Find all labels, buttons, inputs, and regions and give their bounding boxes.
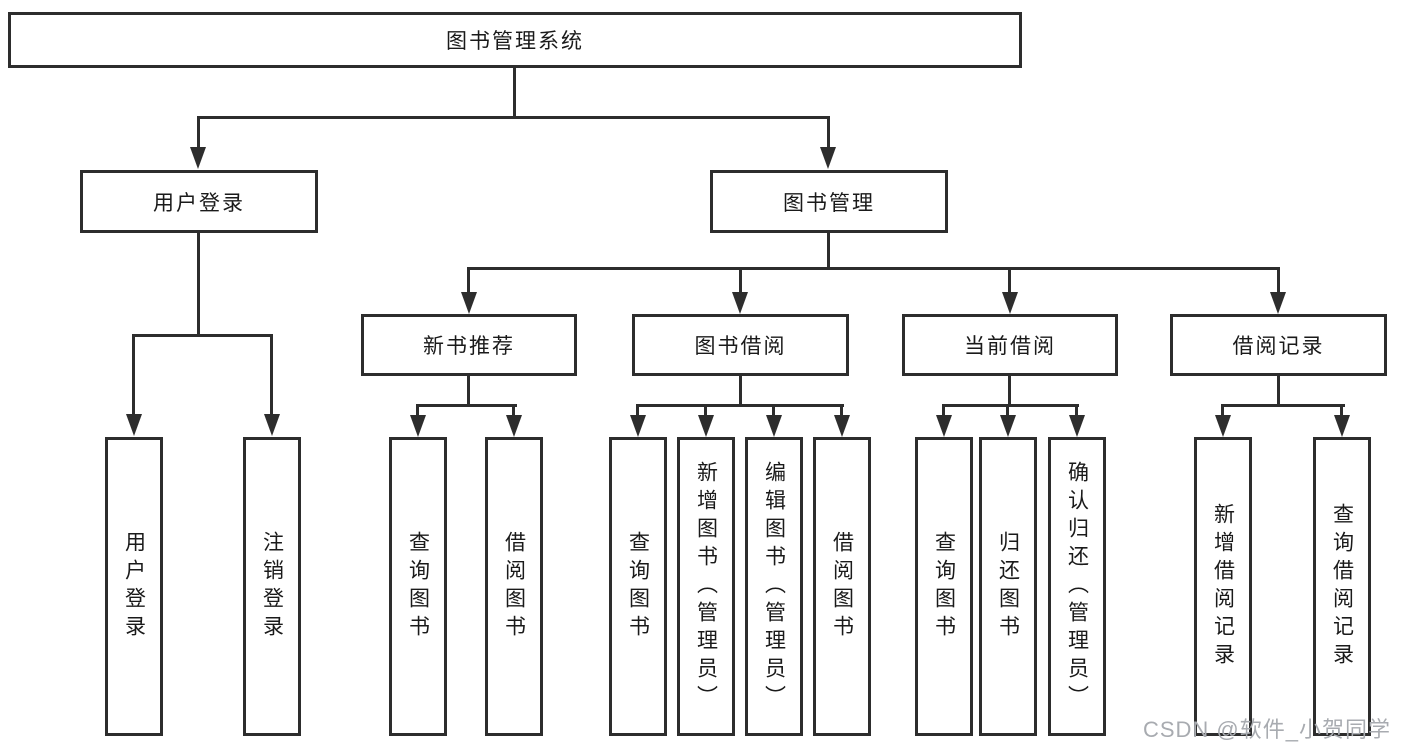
arrowhead-down-icon xyxy=(506,415,522,437)
leaf-user-login: 用户登录 xyxy=(105,437,163,736)
arrowhead-down-icon xyxy=(126,414,142,436)
node-book-borrowing: 图书借阅 xyxy=(632,314,849,376)
connector-vline xyxy=(1277,376,1280,407)
connector-vline xyxy=(270,334,273,415)
connector-vline xyxy=(840,404,843,417)
connector-hline xyxy=(636,404,844,407)
arrowhead-down-icon xyxy=(820,147,836,169)
leaf-query-borrow-record: 查询借阅记录 xyxy=(1313,437,1371,736)
leaf-borrow-books-recommend: 借阅图书 xyxy=(485,437,543,736)
arrowhead-down-icon xyxy=(698,415,714,437)
arrowhead-down-icon xyxy=(936,415,952,437)
arrowhead-down-icon xyxy=(1069,415,1085,437)
leaf-query-books-borrowing: 查询图书 xyxy=(609,437,667,736)
connector-vline xyxy=(739,376,742,407)
leaf-edit-book-admin: 编辑图书（管理员） xyxy=(745,437,803,736)
connector-vline xyxy=(416,404,419,417)
arrowhead-down-icon xyxy=(190,147,206,169)
connector-vline xyxy=(1006,404,1009,417)
connector-vline xyxy=(467,267,470,294)
node-borrowing-records: 借阅记录 xyxy=(1170,314,1387,376)
connector-vline xyxy=(513,68,516,118)
node-system-root: 图书管理系统 xyxy=(8,12,1022,68)
arrowhead-down-icon xyxy=(264,414,280,436)
connector-hline xyxy=(1221,404,1345,407)
arrowhead-down-icon xyxy=(630,415,646,437)
connector-vline xyxy=(739,267,742,294)
connector-vline xyxy=(197,116,200,148)
node-new-book-recommend: 新书推荐 xyxy=(361,314,577,376)
leaf-confirm-return-admin: 确认归还（管理员） xyxy=(1048,437,1106,736)
leaf-return-books: 归还图书 xyxy=(979,437,1037,736)
connector-hline xyxy=(467,267,1280,270)
connector-vline xyxy=(1008,376,1011,407)
connector-hline xyxy=(416,404,517,407)
node-user-login: 用户登录 xyxy=(80,170,318,233)
leaf-add-borrow-record: 新增借阅记录 xyxy=(1194,437,1252,736)
connector-hline xyxy=(942,404,1079,407)
arrowhead-down-icon xyxy=(461,292,477,314)
arrowhead-down-icon xyxy=(1000,415,1016,437)
leaf-add-book-admin: 新增图书（管理员） xyxy=(677,437,735,736)
connector-vline xyxy=(827,233,830,270)
connector-hline xyxy=(132,334,273,337)
node-current-borrowing: 当前借阅 xyxy=(902,314,1118,376)
leaf-borrow-books-borrowing: 借阅图书 xyxy=(813,437,871,736)
connector-hline xyxy=(197,116,830,119)
leaf-query-books-recommend: 查询图书 xyxy=(389,437,447,736)
arrowhead-down-icon xyxy=(834,415,850,437)
connector-vline xyxy=(132,334,135,415)
connector-vline xyxy=(942,404,945,417)
arrowhead-down-icon xyxy=(1215,415,1231,437)
connector-vline xyxy=(1221,404,1224,417)
connector-vline xyxy=(636,404,639,417)
arrowhead-down-icon xyxy=(1002,292,1018,314)
connector-vline xyxy=(1340,404,1343,417)
arrowhead-down-icon xyxy=(766,415,782,437)
arrowhead-down-icon xyxy=(1334,415,1350,437)
connector-vline xyxy=(197,233,200,337)
connector-vline xyxy=(467,376,470,407)
arrowhead-down-icon xyxy=(410,415,426,437)
node-book-management: 图书管理 xyxy=(710,170,948,233)
connector-vline xyxy=(1075,404,1078,417)
csdn-watermark: CSDN @软件_小贺同学 xyxy=(1142,717,1391,742)
leaf-query-books-current: 查询图书 xyxy=(915,437,973,736)
arrowhead-down-icon xyxy=(1270,292,1286,314)
connector-vline xyxy=(1277,267,1280,294)
arrowhead-down-icon xyxy=(732,292,748,314)
connector-vline xyxy=(827,116,830,148)
leaf-logout: 注销登录 xyxy=(243,437,301,736)
connector-vline xyxy=(1008,267,1011,294)
connector-vline xyxy=(704,404,707,417)
connector-vline xyxy=(772,404,775,417)
connector-vline xyxy=(512,404,515,417)
